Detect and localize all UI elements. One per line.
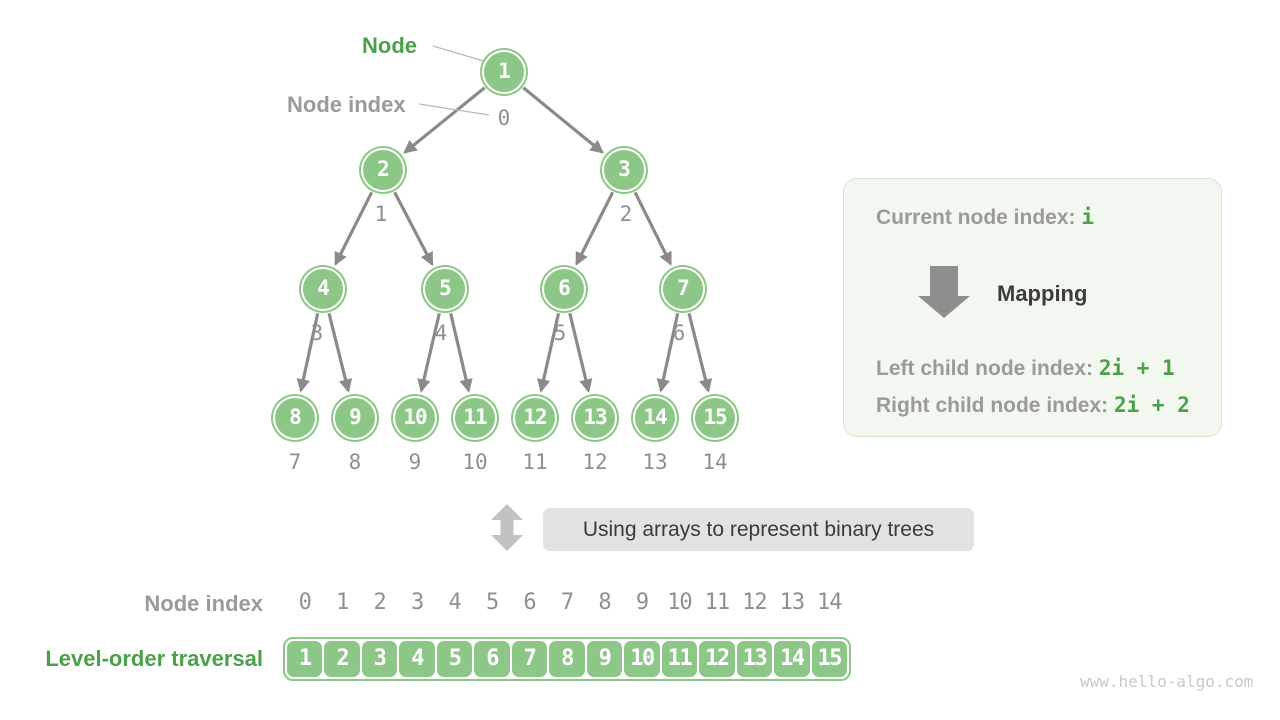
array-cell: 13 (736, 641, 773, 677)
array-cell: 3 (361, 641, 398, 677)
tree-node: 14 (633, 396, 677, 440)
array-index: 11 (704, 590, 731, 615)
tree-node: 3 (602, 148, 646, 192)
array-index: 5 (485, 590, 499, 615)
array-cell: 1 (287, 641, 323, 677)
mapping-label: Mapping (997, 281, 1088, 306)
tree-node: 8 (273, 396, 317, 440)
array-cell: 12 (699, 641, 735, 677)
array-cell: 9 (586, 641, 623, 677)
array-cell: 2 (324, 641, 360, 677)
array-cell: 7 (511, 641, 548, 677)
right-child-index-label: Right child node index: (876, 394, 1114, 417)
node-index-value: 11 (522, 450, 548, 474)
level-order-array: 1 2 3 4 5 6 7 8 9 10 11 12 13 14 15 (283, 637, 851, 681)
array-index: 8 (598, 590, 611, 615)
node-index-value: 14 (702, 450, 728, 474)
node-index-value: 8 (348, 450, 362, 474)
node-index-value: 7 (288, 450, 302, 474)
node-index-value: 9 (408, 450, 422, 474)
current-node-index-label: Current node index: (876, 206, 1082, 229)
node-index-value: 3 (310, 321, 324, 345)
tree-node: 2 (361, 148, 405, 192)
caption-box: Using arrays to represent binary trees (543, 508, 974, 551)
array-index: 13 (779, 590, 806, 615)
right-child-index-value: 2i + 2 (1114, 393, 1190, 417)
tree-node: 11 (453, 396, 497, 440)
array-index: 3 (411, 590, 424, 615)
array-cell: 14 (774, 641, 810, 677)
array-cell: 4 (399, 641, 435, 677)
node-index-value: 2 (619, 202, 633, 226)
swap-updown-arrow-icon (491, 504, 523, 551)
tree-node: 4 (301, 267, 345, 311)
tree-node: 13 (573, 396, 617, 440)
node-index-value: 5 (553, 321, 567, 345)
left-child-index-label: Left child node index: (876, 357, 1099, 380)
node-index-value: 10 (462, 450, 488, 474)
array-index: 10 (667, 590, 693, 615)
tree-node: 1 (482, 50, 526, 94)
tree-node: 10 (393, 396, 437, 440)
array-cell: 10 (624, 641, 660, 677)
node-index-value: 13 (642, 450, 668, 474)
right-child-index-row: Right child node index: 2i + 2 (876, 393, 1190, 418)
array-index-row-label: Node index (144, 591, 263, 616)
tree-node: 6 (542, 267, 586, 311)
array-index: 4 (448, 590, 461, 615)
node-index-callout-label: Node index (287, 92, 406, 117)
left-child-index-value: 2i + 1 (1098, 356, 1175, 380)
callout-lines (418, 45, 490, 116)
array-cell: 15 (811, 641, 848, 677)
array-index: 12 (742, 590, 768, 615)
current-node-index-row: Current node index: i (876, 205, 1094, 230)
array-index: 7 (560, 590, 574, 615)
level-order-traversal-label: Level-order traversal (45, 646, 263, 671)
current-node-index-value: i (1081, 205, 1095, 229)
tree-edges (296, 86, 713, 393)
array-index: 1 (336, 590, 349, 615)
node-callout-label: Node (362, 33, 417, 58)
caption-text: Using arrays to represent binary trees (582, 518, 935, 541)
array-index: 2 (373, 590, 387, 615)
array-cell: 5 (436, 641, 473, 677)
node-index-value: 6 (672, 321, 686, 345)
tree-node: 15 (693, 396, 737, 440)
node-index-value: 4 (434, 321, 448, 345)
node-index-value: 0 (497, 106, 511, 130)
tree-node: 5 (423, 267, 467, 311)
array-index-row: 0 1 2 3 4 5 6 7 8 9 10 11 12 13 14 (283, 590, 851, 618)
array-index: 0 (298, 590, 312, 615)
left-child-index-row: Left child node index: 2i + 1 (876, 356, 1175, 381)
tree-node: 7 (661, 267, 705, 311)
array-index: 6 (523, 590, 536, 615)
array-cell: 11 (661, 641, 698, 677)
array-cell: 8 (549, 641, 585, 677)
tree-node: 12 (513, 396, 557, 440)
watermark: www.hello-algo.com (1080, 672, 1254, 691)
tree-node: 9 (333, 396, 377, 440)
mapping-info-panel: Current node index: i Mapping Left child… (843, 178, 1222, 437)
mapping-down-arrow-icon (918, 266, 970, 318)
array-cell: 6 (474, 641, 510, 677)
node-index-value: 1 (374, 202, 388, 226)
array-index: 14 (817, 590, 843, 615)
node-index-value: 12 (582, 450, 608, 474)
array-index: 9 (635, 590, 649, 615)
